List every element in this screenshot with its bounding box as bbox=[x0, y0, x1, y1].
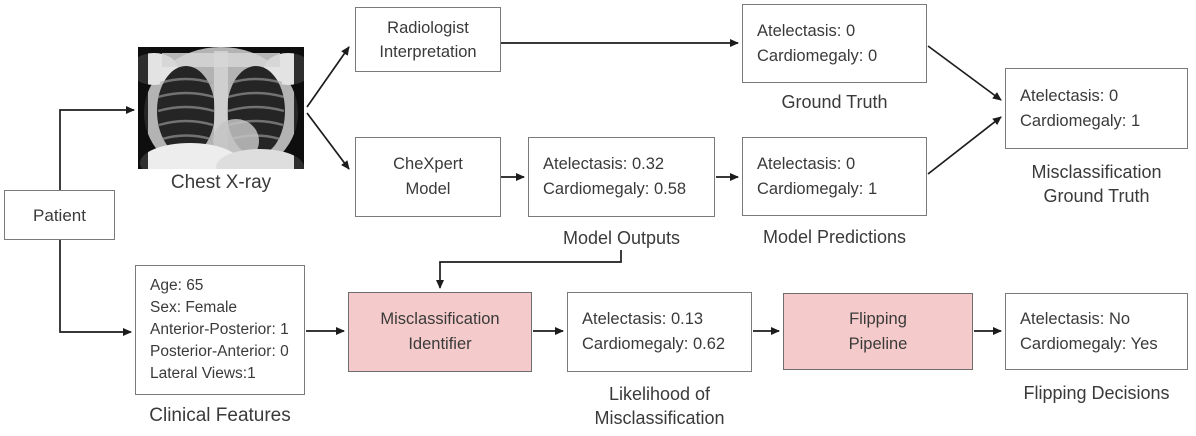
arrow-groundtruth-to-misclass-gt bbox=[927, 45, 1002, 101]
arrow-xray-to-chexpert bbox=[306, 112, 350, 170]
model-predictions-line2: Cardiomegaly: 1 bbox=[757, 179, 878, 198]
model-predictions-line1: Atelectasis: 0 bbox=[757, 154, 856, 173]
radiologist-box: Radiologist Interpretation bbox=[355, 7, 501, 72]
arrow-predictions-to-misclass-gt bbox=[927, 116, 1002, 175]
likelihood-box: Atelectasis: 0.13 Cardiomegaly: 0.62 bbox=[567, 292, 752, 372]
chexpert-line1: CheXpert bbox=[393, 155, 463, 173]
clinical-features-ap: Anterior-Posterior: 1 bbox=[150, 321, 289, 338]
chest-xray-caption: Chest X-ray bbox=[110, 171, 332, 195]
likelihood-line1: Atelectasis: 0.13 bbox=[582, 310, 704, 328]
flipping-decisions-box: Atelectasis: No Cardiomegaly: Yes bbox=[1005, 293, 1188, 370]
likelihood-caption-line2: Misclassification bbox=[594, 408, 725, 428]
clinical-features-pa: Posterior-Anterior: 0 bbox=[150, 343, 289, 360]
ground-truth-line2: Cardiomegaly: 0 bbox=[757, 46, 878, 65]
misclassification-identifier-line1: Misclassification bbox=[380, 310, 500, 328]
ground-truth-box: Atelectasis: 0 Cardiomegaly: 0 bbox=[742, 4, 927, 83]
misclassification-ground-truth-line1: Atelectasis: 0 bbox=[1020, 86, 1119, 105]
flipping-decisions-line2: Cardiomegaly: Yes bbox=[1020, 334, 1158, 353]
clinical-features-box: Age: 65 Sex: Female Anterior-Posterior: … bbox=[135, 265, 305, 395]
flipping-pipeline-box: Flipping Pipeline bbox=[783, 293, 973, 370]
patient-label: Patient bbox=[33, 205, 86, 225]
flipping-pipeline-line1: Flipping bbox=[849, 309, 907, 328]
chexpert-line2: Model bbox=[405, 180, 451, 198]
misclassification-ground-truth-caption: Misclassification Ground Truth bbox=[1000, 160, 1193, 208]
likelihood-line2: Cardiomegaly: 0.62 bbox=[582, 335, 726, 353]
model-outputs-line2: Cardiomegaly: 0.58 bbox=[543, 180, 687, 198]
model-outputs-line1: Atelectasis: 0.32 bbox=[543, 155, 665, 173]
likelihood-caption: Likelihood of Misclassification bbox=[567, 382, 752, 430]
clinical-features-caption-text: Clinical Features bbox=[149, 405, 291, 426]
misclassification-ground-truth-caption-line2: Ground Truth bbox=[1043, 186, 1150, 206]
model-outputs-caption-text: Model Outputs bbox=[562, 228, 681, 248]
misclassification-ground-truth-box: Atelectasis: 0 Cardiomegaly: 1 bbox=[1005, 68, 1188, 149]
misclassification-identifier-line2: Identifier bbox=[408, 335, 472, 353]
flipping-decisions-caption: Flipping Decisions bbox=[1000, 381, 1193, 405]
clinical-features-lateral: Lateral Views:1 bbox=[150, 365, 256, 382]
arrow-patient-to-xray bbox=[59, 106, 135, 190]
clinical-features-caption: Clinical Features bbox=[120, 404, 320, 428]
model-predictions-caption: Model Predictions bbox=[742, 225, 927, 249]
flipping-pipeline-line2: Pipeline bbox=[848, 334, 908, 353]
radiologist-line1: Radiologist bbox=[387, 18, 469, 37]
clinical-features-sex: Sex: Female bbox=[150, 299, 238, 316]
misclassification-ground-truth-caption-line1: Misclassification bbox=[1031, 162, 1162, 182]
clinical-features-age: Age: 65 bbox=[150, 277, 204, 294]
flipping-decisions-caption-text: Flipping Decisions bbox=[1023, 383, 1170, 403]
chest-xray-caption-text: Chest X-ray bbox=[170, 172, 272, 193]
likelihood-caption-line1: Likelihood of bbox=[608, 384, 711, 404]
model-outputs-caption: Model Outputs bbox=[528, 226, 715, 250]
ground-truth-line1: Atelectasis: 0 bbox=[757, 21, 856, 40]
ground-truth-caption: Ground Truth bbox=[742, 90, 927, 114]
misclassification-ground-truth-line2: Cardiomegaly: 1 bbox=[1020, 111, 1141, 130]
ground-truth-caption-text: Ground Truth bbox=[781, 92, 888, 112]
misclassification-identifier-box: Misclassification Identifier bbox=[348, 292, 532, 372]
chest-xray-image bbox=[138, 47, 304, 169]
chexpert-box: CheXpert Model bbox=[355, 137, 501, 217]
radiologist-line2: Interpretation bbox=[379, 42, 477, 61]
patient-box: Patient bbox=[4, 190, 115, 240]
arrow-outputs-to-identifier bbox=[436, 250, 622, 289]
arrow-xray-to-radiologist bbox=[306, 46, 350, 108]
flipping-decisions-line1: Atelectasis: No bbox=[1020, 309, 1131, 328]
model-predictions-box: Atelectasis: 0 Cardiomegaly: 1 bbox=[742, 137, 927, 216]
model-outputs-box: Atelectasis: 0.32 Cardiomegaly: 0.58 bbox=[528, 137, 715, 217]
model-predictions-caption-text: Model Predictions bbox=[762, 227, 907, 247]
arrow-patient-to-clinical bbox=[59, 240, 132, 336]
